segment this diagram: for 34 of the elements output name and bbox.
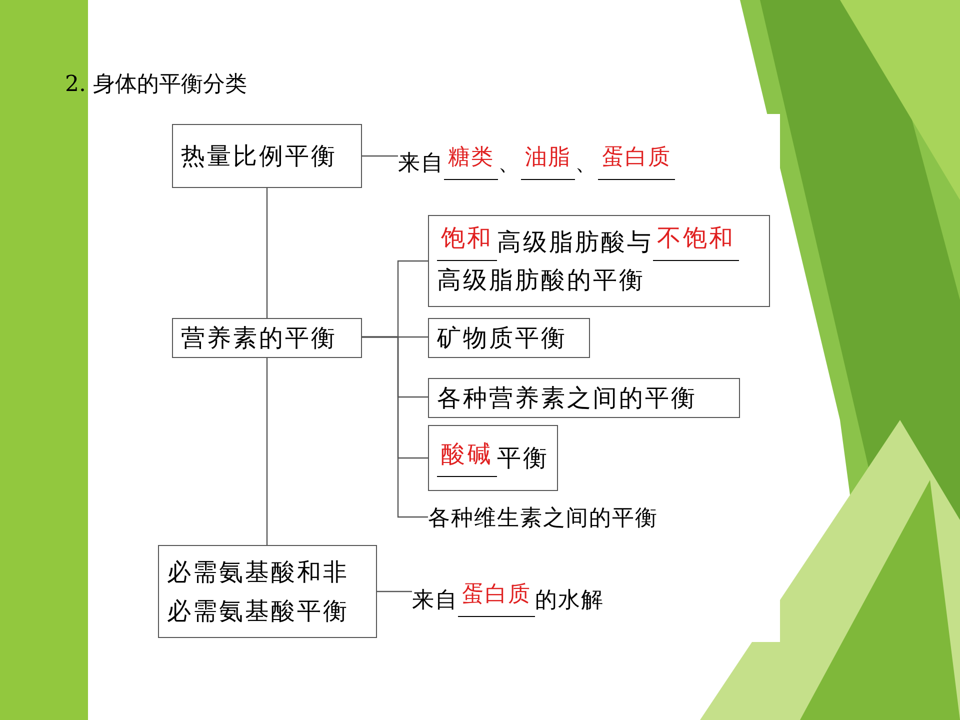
text: 的水解 [535,587,604,615]
text: 高级脂肪酸与 [497,226,653,258]
text: 来自 [398,150,444,178]
answer-blank: 不饱和 [653,222,739,261]
answer-blank: 饱和 [437,222,497,261]
text: 各种维生素之间的平衡 [428,505,658,533]
category-box [172,124,362,188]
text: 必需氨基酸和非必需氨基酸平衡 [167,557,350,626]
category-box [428,318,590,358]
category-box [158,545,377,638]
text: 、 [498,150,521,178]
title: 2. 身体的平衡分类 [65,74,247,96]
connector-line [377,590,412,592]
text: 矿物质平衡 [437,323,567,354]
connector-line [362,336,428,518]
text: 热量比例平衡 [181,140,337,172]
category-box [428,215,770,307]
answer-blank: 糖类 [444,144,498,180]
text: 营养素的平衡 [181,323,337,354]
answer-blank: 蛋白质 [598,144,675,180]
text: 各种营养素之间的平衡 [437,383,697,414]
connector-line [362,155,398,157]
text: 来自 [412,587,458,615]
connector-line [266,188,268,318]
connector-line [266,356,268,545]
text: 平衡 [497,442,549,474]
answer-blank: 油脂 [521,144,575,180]
answer-blank: 蛋白质 [458,581,535,617]
text: 高级脂肪酸的平衡 [437,265,645,296]
answer-blank: 酸碱 [437,439,497,478]
category-box [428,378,740,418]
text: 、 [575,150,598,178]
category-box [172,318,362,358]
category-box [428,425,558,491]
